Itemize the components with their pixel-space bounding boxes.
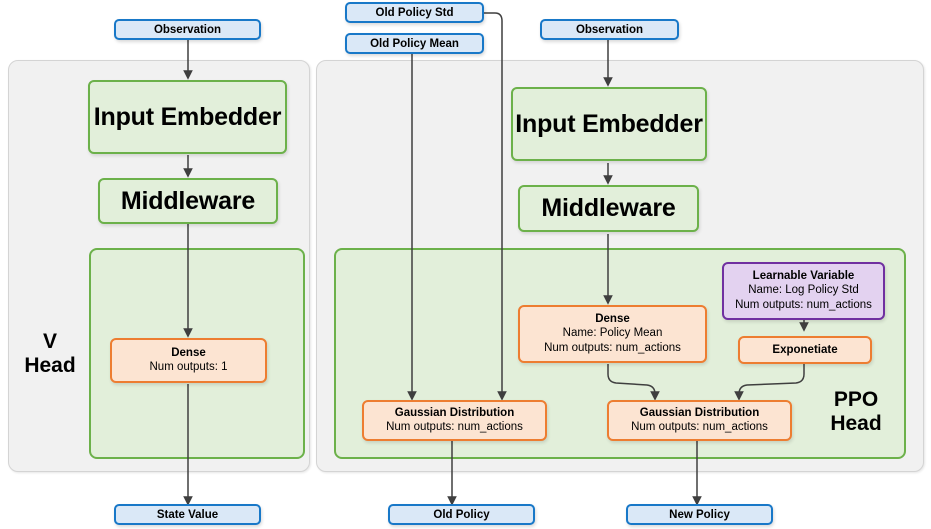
output-new-policy-label: New Policy [669, 508, 730, 521]
v-head-label: V Head [14, 330, 86, 377]
ppo-dense-name: Name: Policy Mean [562, 327, 663, 340]
ppo-input-embedder-node[interactable]: Input Embedder [511, 87, 707, 161]
output-state-value-label: State Value [156, 508, 219, 521]
ppo-exponetiate-node[interactable]: Exponetiate [738, 336, 872, 364]
ppo-learnable-variable-name: Name: Log Policy Std [748, 284, 859, 297]
ppo-middleware-label: Middleware [541, 194, 676, 222]
ppo-gaussian-new-num-outputs: Num outputs: num_actions [631, 421, 768, 434]
ppo-input-embedder-label: Input Embedder [515, 109, 703, 138]
output-old-policy[interactable]: Old Policy [388, 504, 535, 525]
input-observation-ppo[interactable]: Observation [540, 19, 679, 40]
ppo-learnable-variable-node[interactable]: Learnable Variable Name: Log Policy Std … [722, 262, 885, 320]
v-head-label-line1: V [42, 330, 57, 353]
v-middleware-label: Middleware [120, 186, 256, 215]
v-dense-title: Dense [171, 346, 206, 359]
v-input-embedder-label: Input Embedder [93, 102, 282, 131]
input-old-policy-mean[interactable]: Old Policy Mean [345, 33, 484, 54]
ppo-dense-policy-mean-node[interactable]: Dense Name: Policy Mean Num outputs: num… [518, 305, 707, 363]
v-dense-node[interactable]: Dense Num outputs: 1 [110, 338, 267, 383]
v-head-label-line2: Head [24, 353, 76, 377]
v-input-embedder-node[interactable]: Input Embedder [88, 80, 287, 154]
output-new-policy[interactable]: New Policy [626, 504, 773, 525]
ppo-dense-num-outputs: Num outputs: num_actions [544, 342, 681, 355]
v-dense-num-outputs: Num outputs: 1 [149, 361, 228, 374]
ppo-head-label-line1: PPO [833, 388, 879, 411]
ppo-gaussian-old-num-outputs: Num outputs: num_actions [386, 421, 523, 434]
output-old-policy-label: Old Policy [433, 508, 490, 521]
ppo-head-label: PPO Head [818, 388, 894, 435]
ppo-gaussian-new-node[interactable]: Gaussian Distribution Num outputs: num_a… [607, 400, 792, 441]
ppo-learnable-variable-title: Learnable Variable [752, 269, 855, 282]
input-old-policy-std-label: Old Policy Std [375, 6, 454, 19]
ppo-head-label-line2: Head [830, 411, 882, 435]
input-old-policy-std[interactable]: Old Policy Std [345, 2, 484, 23]
ppo-gaussian-new-title: Gaussian Distribution [639, 406, 760, 419]
ppo-exponetiate-label: Exponetiate [772, 343, 838, 356]
input-observation-v-label: Observation [153, 23, 222, 36]
input-observation-ppo-label: Observation [575, 23, 644, 36]
input-old-policy-mean-label: Old Policy Mean [370, 37, 459, 50]
output-state-value[interactable]: State Value [114, 504, 261, 525]
ppo-learnable-variable-num-outputs: Num outputs: num_actions [735, 299, 872, 312]
ppo-gaussian-old-node[interactable]: Gaussian Distribution Num outputs: num_a… [362, 400, 547, 441]
input-observation-v[interactable]: Observation [114, 19, 261, 40]
ppo-middleware-node[interactable]: Middleware [518, 185, 699, 232]
ppo-dense-title: Dense [595, 312, 630, 325]
ppo-gaussian-old-title: Gaussian Distribution [394, 406, 515, 419]
v-middleware-node[interactable]: Middleware [98, 178, 278, 224]
